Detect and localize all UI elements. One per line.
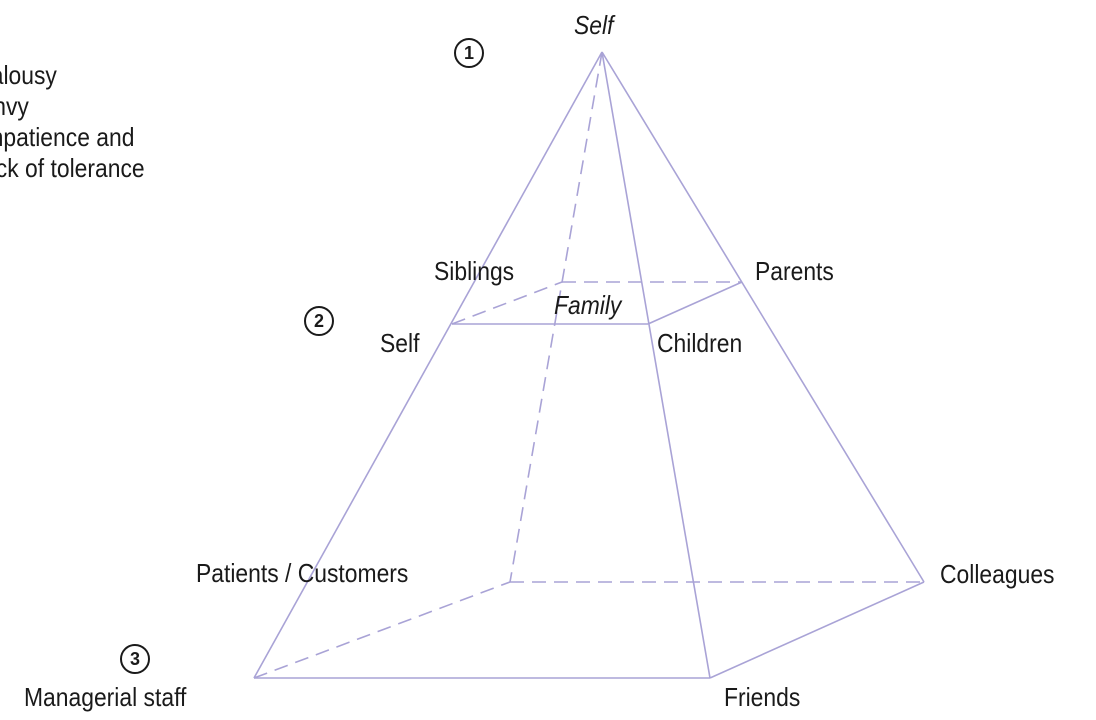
note-item: ealousy	[0, 60, 57, 90]
label-self-middle: Self	[380, 328, 420, 358]
note-item: Impatience and	[0, 122, 135, 152]
label-colleagues: Colleagues	[940, 559, 1055, 589]
level-3-marker: 3	[120, 644, 150, 674]
edge-base-right	[709, 581, 925, 679]
edge-family-right	[647, 281, 743, 325]
edge-apex-managerial	[253, 51, 603, 679]
edge-apex-colleagues	[601, 51, 925, 583]
edge-base-left-hidden	[253, 581, 511, 679]
label-patients-customers: Patients / Customers	[196, 558, 409, 588]
edge-family-left-hidden	[451, 281, 563, 325]
label-managerial-staff: Managerial staff	[24, 682, 187, 712]
label-parents: Parents	[755, 256, 834, 286]
edge-apex-patients-hidden	[509, 51, 603, 583]
level-1-marker: 1	[454, 38, 484, 68]
notes-list: ealousy Envy Impatience and lack of tole…	[0, 60, 167, 184]
label-children: Children	[657, 328, 743, 358]
label-family: Family	[554, 290, 622, 320]
label-siblings: Siblings	[434, 256, 515, 286]
level-2-marker: 2	[304, 306, 334, 336]
label-apex-self: Self	[574, 10, 614, 40]
edge-apex-friends	[601, 51, 711, 679]
note-item: Envy	[0, 91, 29, 121]
note-item: lack of tolerance	[0, 153, 145, 183]
label-friends: Friends	[724, 682, 801, 712]
